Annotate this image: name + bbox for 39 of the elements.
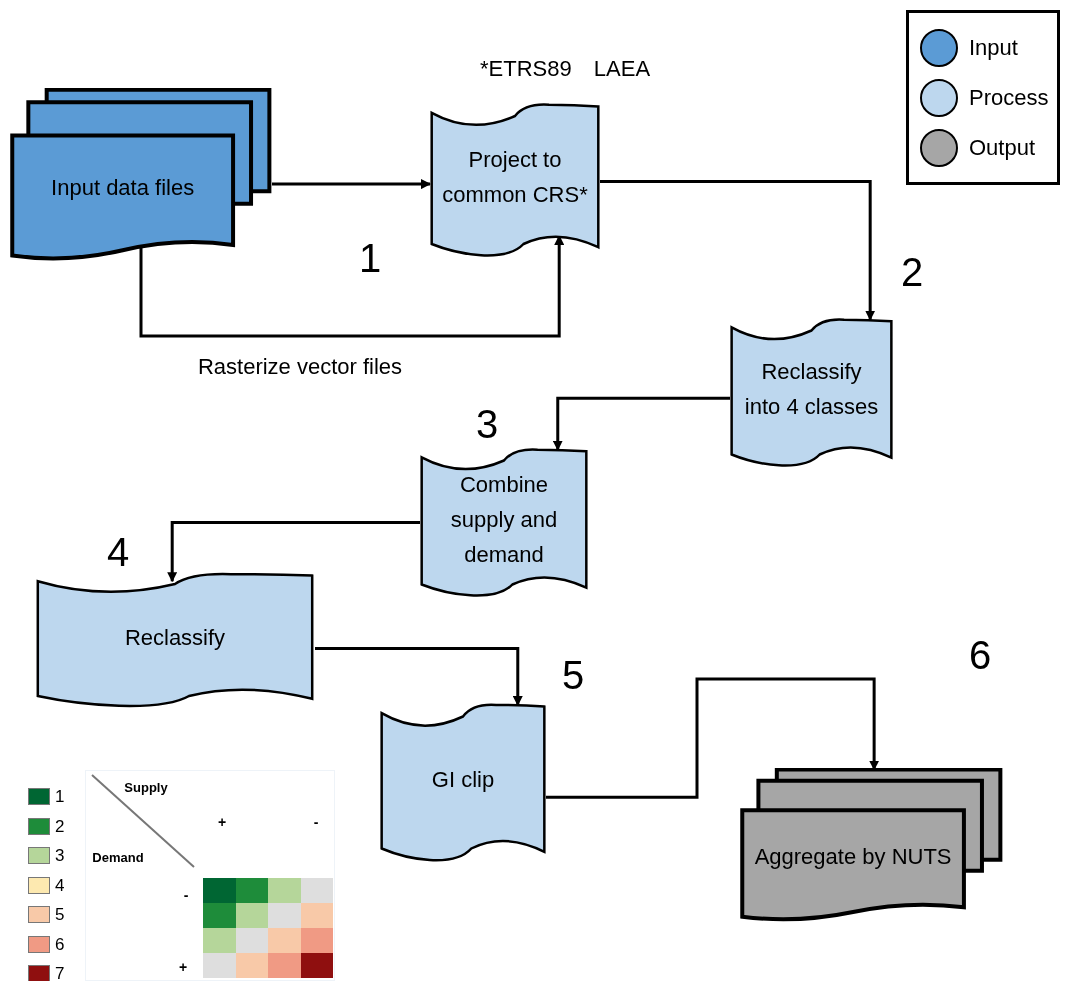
node-label: Aggregate by NUTS [754,842,952,871]
step-number: 5 [561,655,585,695]
step-number: 4 [106,532,130,572]
axis-title: Supply [124,780,168,794]
arrow [546,677,880,799]
node-label: GI clip [431,765,495,794]
sign-label: + [217,815,227,829]
arrow [272,179,431,190]
node-label: Reclassify [124,623,226,652]
legend-label: 2 [55,817,65,835]
step-number: 3 [475,404,499,444]
node-label: Project to common CRS* [442,145,588,209]
node-label: Input data files [51,174,195,203]
sign-label: - [183,888,189,902]
arrow [600,180,876,321]
process-shape [730,315,893,470]
step-number: 1 [358,238,382,278]
note-text: *ETRS89 LAEA [480,58,651,80]
legend-label: 5 [55,906,65,923]
sign-label: - [313,815,319,829]
node-label: Reclassify into 4 classes [743,358,880,422]
legend-label: 3 [55,847,65,864]
node-label: Combine supply and demand [449,470,559,569]
arrow [167,521,420,583]
legend-label: 1 [55,788,65,805]
axis-title: Demand [92,850,144,864]
legend-label: Input [969,34,1018,62]
arrow [552,396,730,451]
step-number: 6 [968,635,992,675]
step-number: 2 [900,252,924,292]
legend-label: 6 [55,935,65,953]
legend-label: Output [969,134,1036,162]
process-shape [35,570,315,710]
sign-label: + [178,960,188,974]
process-shape [420,445,588,600]
legend-label: 4 [55,876,65,894]
legend-label: Process [969,84,1049,112]
arrow [315,646,523,706]
legend-label: 7 [55,965,65,981]
